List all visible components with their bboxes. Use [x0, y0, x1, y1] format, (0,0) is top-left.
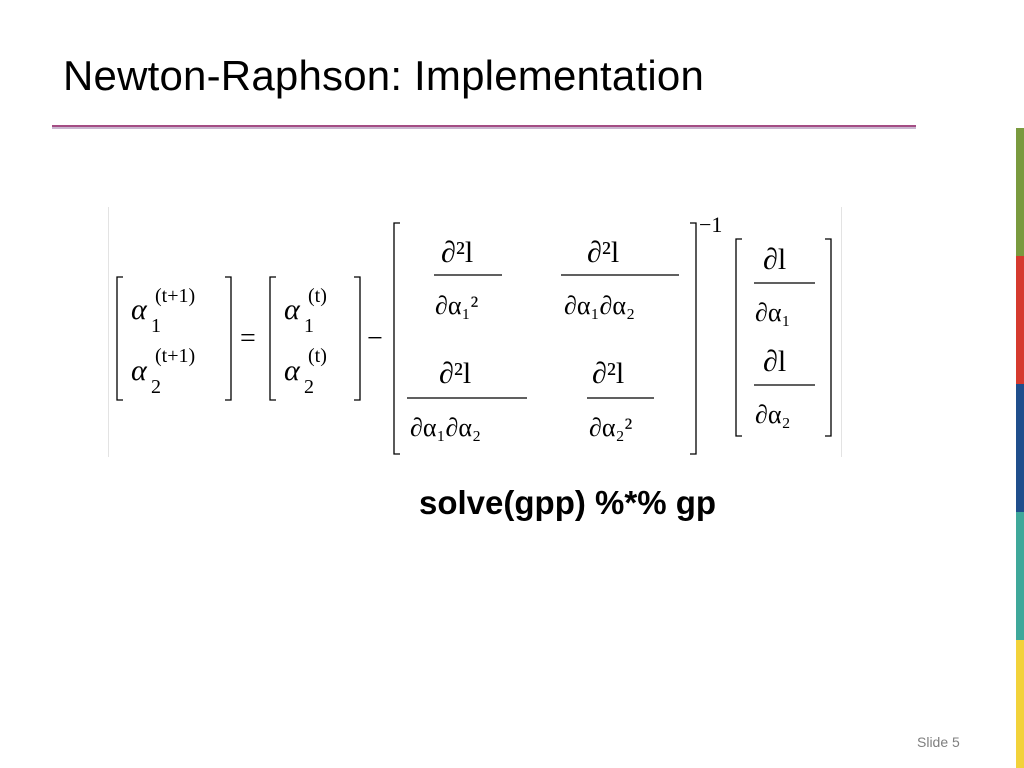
lhs-alpha-1-subscript: 1 — [151, 315, 161, 337]
accent-stripe-segment — [1016, 128, 1024, 256]
hessian-12-denominator: ∂α₁∂α₂ — [564, 291, 635, 320]
equals-sign: = — [240, 323, 256, 354]
lhs-left-bracket — [116, 276, 123, 401]
newton-raphson-equation: α 1 (t+1) α 2 (t+1) = α 1 (t) α 2 (t) − … — [108, 207, 842, 457]
slide-title: Newton-Raphson: Implementation — [63, 52, 705, 99]
lhs-alpha-2-subscript: 2 — [151, 376, 161, 398]
gradient-1-denominator: ∂α₁ — [755, 298, 791, 327]
accent-stripe-segment — [1016, 384, 1024, 512]
current-alpha-2: α — [284, 354, 301, 387]
gradient-right-bracket — [825, 238, 832, 437]
gradient-2-denominator: ∂α₂ — [755, 400, 791, 429]
accent-stripe — [1016, 0, 1024, 768]
hessian-21-numerator: ∂²l — [439, 357, 471, 390]
lhs-alpha-2: α — [131, 354, 148, 387]
slide-number: Slide 5 — [917, 734, 960, 750]
hessian-left-bracket — [393, 222, 400, 455]
hessian-11-denominator: ∂α₁² — [435, 291, 479, 320]
equation-svg: α 1 (t+1) α 2 (t+1) = α 1 (t) α 2 (t) − … — [116, 212, 832, 455]
accent-stripe-segment — [1016, 512, 1024, 640]
lhs-alpha-1-superscript: (t+1) — [155, 285, 195, 307]
lhs-alpha-1: α — [131, 293, 148, 326]
current-alpha-1-subscript: 1 — [304, 315, 314, 337]
hessian-21-denominator: ∂α₁∂α₂ — [410, 413, 481, 442]
hessian-11-numerator: ∂²l — [441, 236, 473, 269]
current-alpha-1: α — [284, 293, 301, 326]
hessian-22-denominator: ∂α₂² — [589, 413, 633, 442]
gradient-1-numerator: ∂l — [763, 243, 786, 276]
r-code-line: solve(gpp) %*% gp — [419, 484, 717, 521]
accent-stripe-segment — [1016, 640, 1024, 768]
hessian-12-numerator: ∂²l — [587, 236, 619, 269]
current-right-bracket — [354, 276, 361, 401]
title-underline — [52, 125, 916, 129]
hessian-right-bracket — [690, 222, 697, 455]
accent-stripe-segment — [1016, 0, 1024, 128]
current-alpha-1-superscript: (t) — [308, 285, 327, 307]
gradient-left-bracket — [735, 238, 742, 437]
current-left-bracket — [269, 276, 276, 401]
inverse-exponent: −1 — [699, 212, 722, 237]
hessian-22-numerator: ∂²l — [592, 357, 624, 390]
current-alpha-2-subscript: 2 — [304, 376, 314, 398]
lhs-right-bracket — [225, 276, 232, 401]
gradient-2-numerator: ∂l — [763, 345, 786, 378]
minus-sign: − — [367, 323, 383, 354]
lhs-alpha-2-superscript: (t+1) — [155, 345, 195, 367]
current-alpha-2-superscript: (t) — [308, 345, 327, 367]
accent-stripe-segment — [1016, 256, 1024, 384]
